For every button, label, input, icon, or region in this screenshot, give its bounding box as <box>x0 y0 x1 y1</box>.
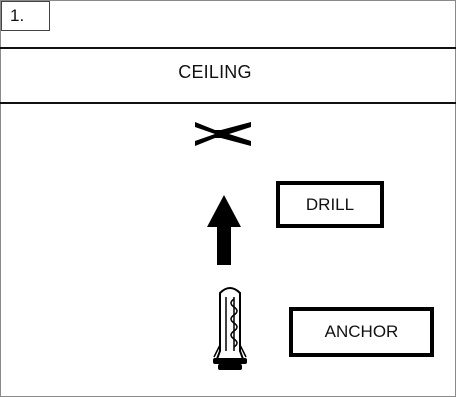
arrow-up-icon <box>207 195 241 265</box>
ceiling-label: CEILING <box>178 62 252 82</box>
anchor-label: ANCHOR <box>289 307 434 357</box>
wall-anchor-icon <box>213 287 247 370</box>
step-number: 1. <box>1 1 50 31</box>
ceiling-top-line <box>0 47 456 49</box>
drill-label: DRILL <box>276 181 384 228</box>
x-mark-icon <box>195 122 251 146</box>
ceiling-bottom-line <box>0 102 456 104</box>
